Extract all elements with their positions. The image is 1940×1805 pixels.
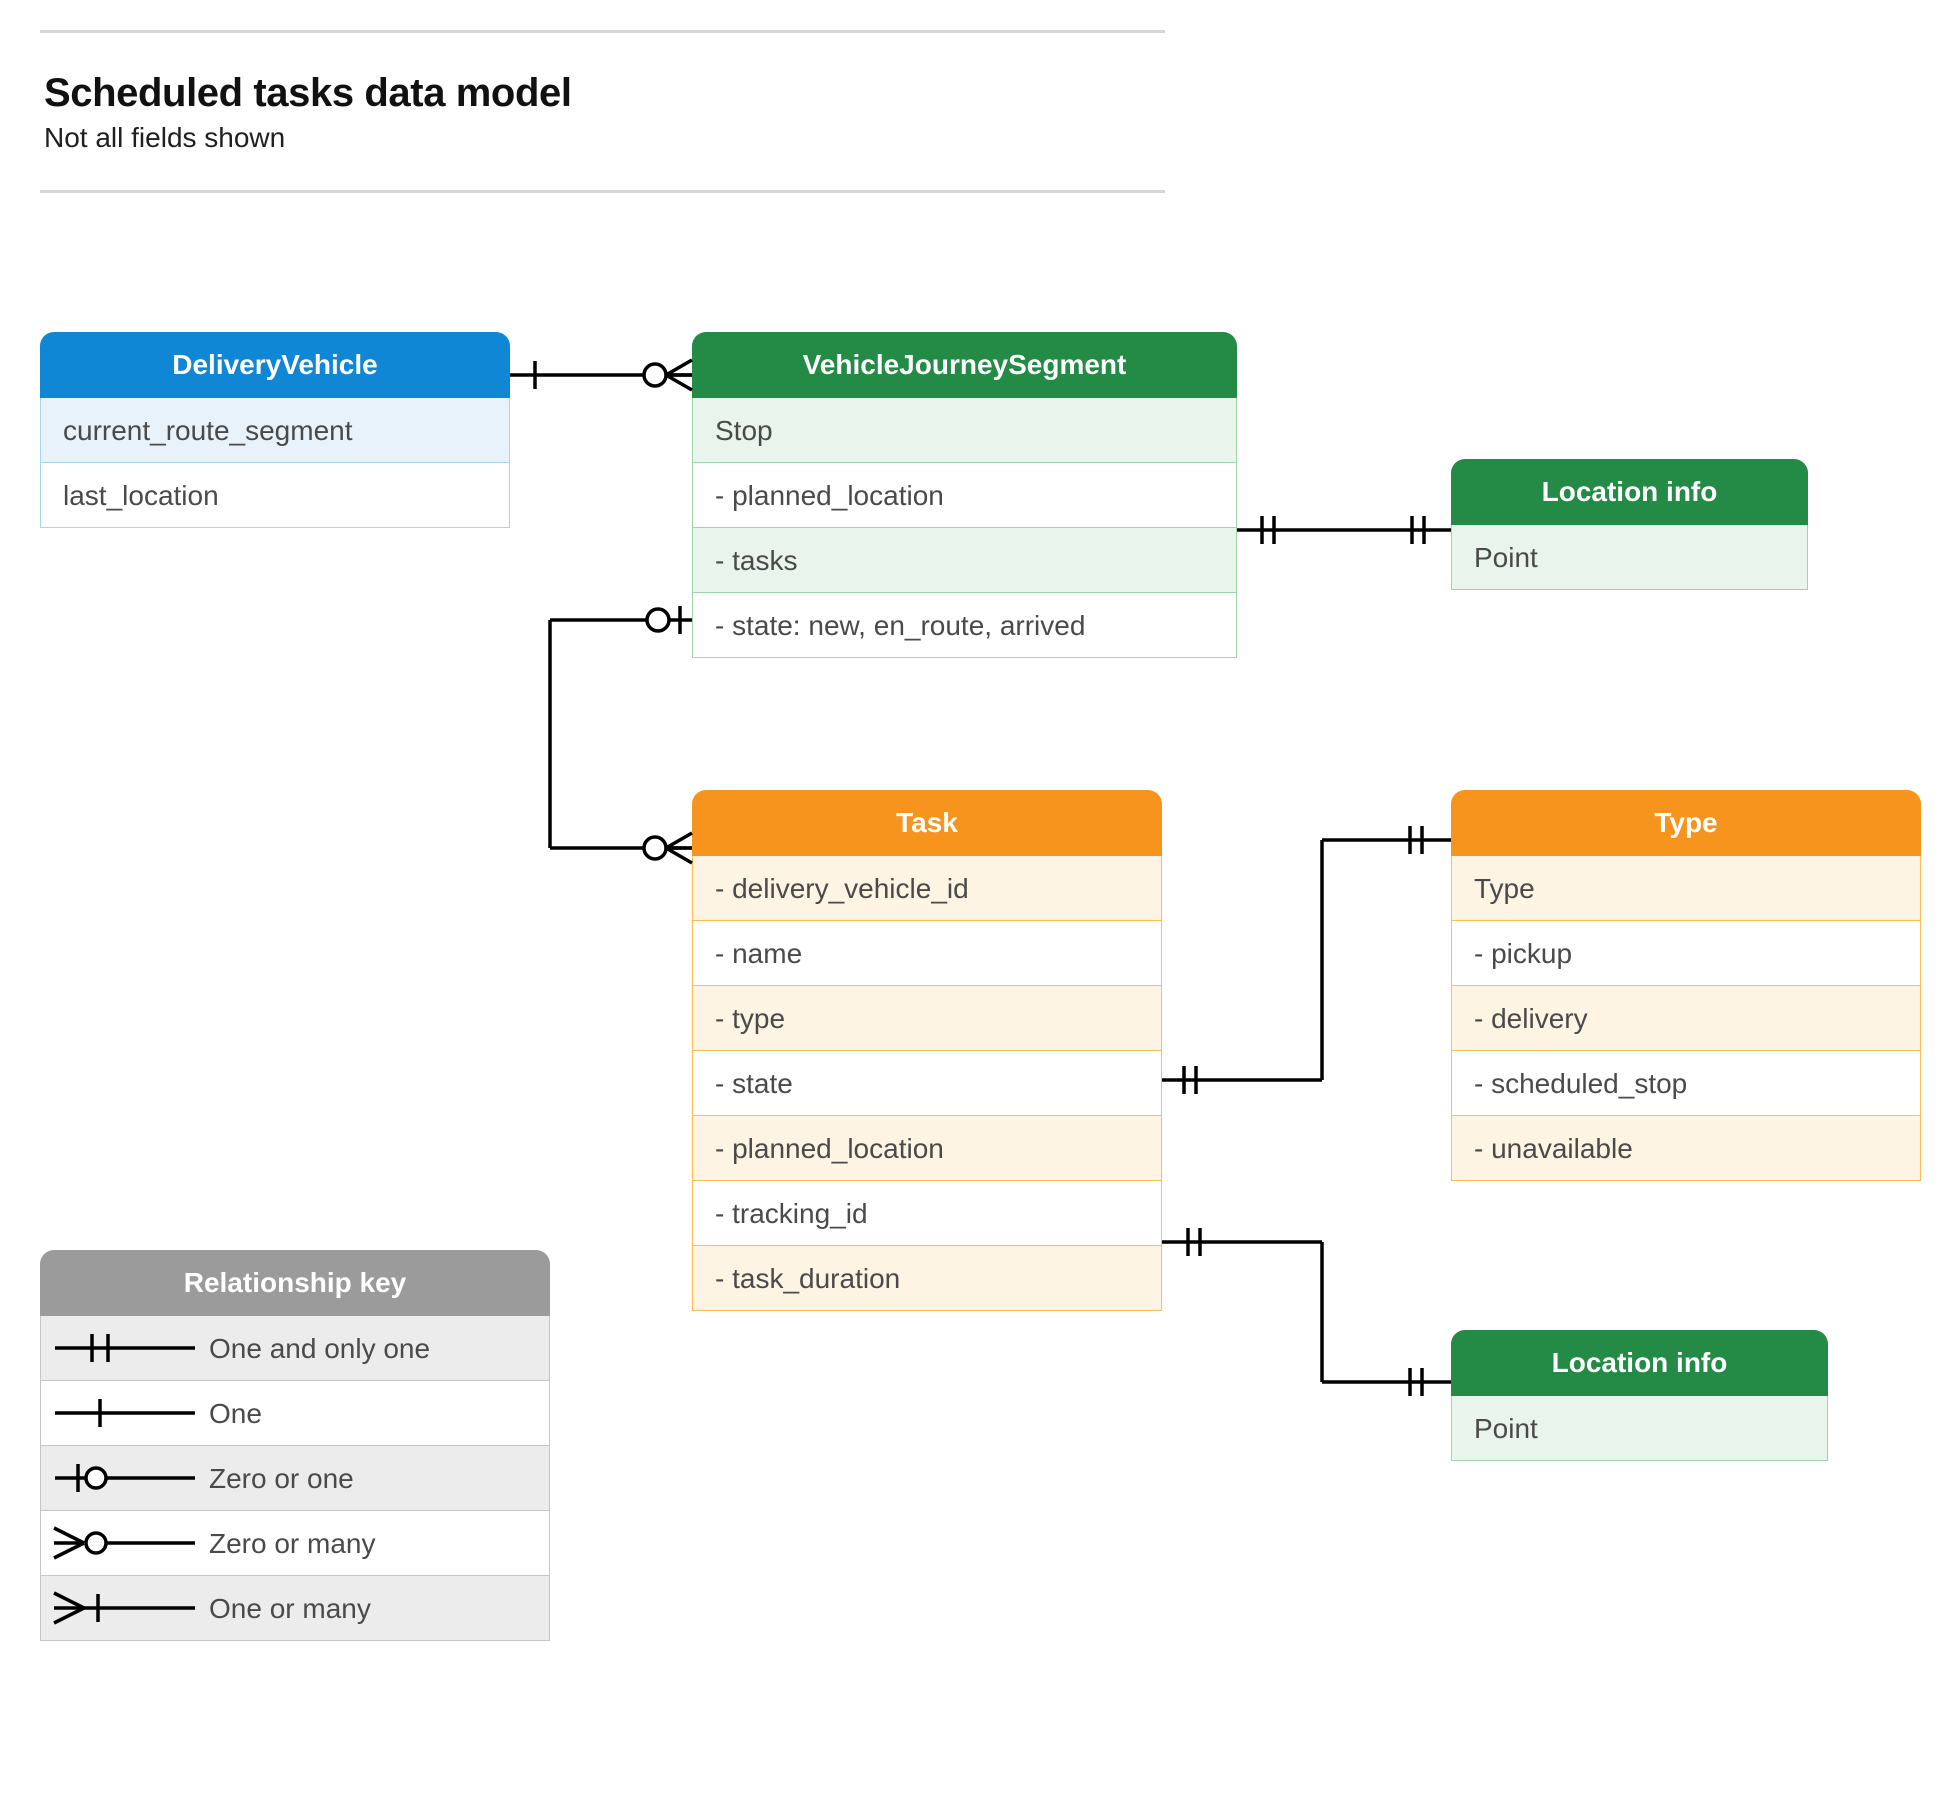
entity-title-type: Type [1451,790,1921,856]
legend-item-label: Zero or many [209,1527,376,1559]
entity-title-vehicle-journey-segment: VehicleJourneySegment [692,332,1237,398]
legend-item: Zero or one [40,1446,550,1511]
zero-or-many-icon [41,1523,209,1563]
entity-field-row: - state [692,1051,1162,1116]
entity-field-row: - name [692,921,1162,986]
entity-field-row: Stop [692,398,1237,463]
entity-field-row: current_route_segment [40,398,510,463]
legend-item-label: One [209,1397,262,1429]
entity-field-row: - scheduled_stop [1451,1051,1921,1116]
entity-field-row: - state: new, en_route, arrived [692,593,1237,658]
connector-vjs-task [548,606,693,865]
connector-vjs-locationinfo [1237,516,1451,544]
entity-title-location-info-top: Location info [1451,459,1808,525]
one-or-many-icon [41,1588,209,1628]
header-bottom-rule [40,190,1165,193]
entity-field-row: - planned_location [692,463,1237,528]
one-icon [41,1393,209,1433]
legend-item: Zero or many [40,1511,550,1576]
entity-title-task: Task [692,790,1162,856]
entity-type[interactable]: Type Type - pickup - delivery - schedule… [1451,790,1921,1181]
entity-field-row: - task_duration [692,1246,1162,1311]
entity-task[interactable]: Task - delivery_vehicle_id - name - type… [692,790,1162,1311]
entity-location-info-bottom[interactable]: Location info Point [1451,1330,1828,1461]
entity-field-row: Type [1451,856,1921,921]
relationship-key-legend[interactable]: Relationship key One and only one One [40,1250,550,1641]
entity-field-row: last_location [40,463,510,528]
entity-field-row: - unavailable [1451,1116,1921,1181]
page-header: Scheduled tasks data model Not all field… [40,30,1165,193]
entity-field-row: - tracking_id [692,1181,1162,1246]
legend-item-label: One and only one [209,1332,431,1364]
legend-item: One or many [40,1576,550,1641]
header-top-rule [40,30,1165,33]
entity-field-row: - tasks [692,528,1237,593]
connector-task-locationinfo [1162,1228,1451,1396]
entity-delivery-vehicle[interactable]: DeliveryVehicle current_route_segment la… [40,332,510,528]
entity-title-delivery-vehicle: DeliveryVehicle [40,332,510,398]
entity-field-row: - planned_location [692,1116,1162,1181]
page-subtitle: Not all fields shown [44,122,286,153]
entity-field-row: Point [1451,1396,1828,1461]
legend-item: One [40,1381,550,1446]
entity-title-location-info-bottom: Location info [1451,1330,1828,1396]
zero-or-one-icon [41,1458,209,1498]
entity-field-row: - delivery [1451,986,1921,1051]
legend-item: One and only one [40,1316,550,1381]
legend-title: Relationship key [40,1250,550,1316]
one-and-only-one-icon [41,1328,209,1368]
connector-deliveryvehicle-vjs [510,358,693,392]
entity-vehicle-journey-segment[interactable]: VehicleJourneySegment Stop - planned_loc… [692,332,1237,658]
legend-item-label: Zero or one [209,1462,354,1494]
page-title: Scheduled tasks data model [44,71,572,115]
entity-field-row: - type [692,986,1162,1051]
entity-field-row: - delivery_vehicle_id [692,856,1162,921]
entity-field-row: - pickup [1451,921,1921,986]
entity-location-info-top[interactable]: Location info Point [1451,459,1808,590]
connector-task-type [1162,826,1451,1094]
legend-item-label: One or many [209,1592,371,1624]
entity-field-row: Point [1451,525,1808,590]
